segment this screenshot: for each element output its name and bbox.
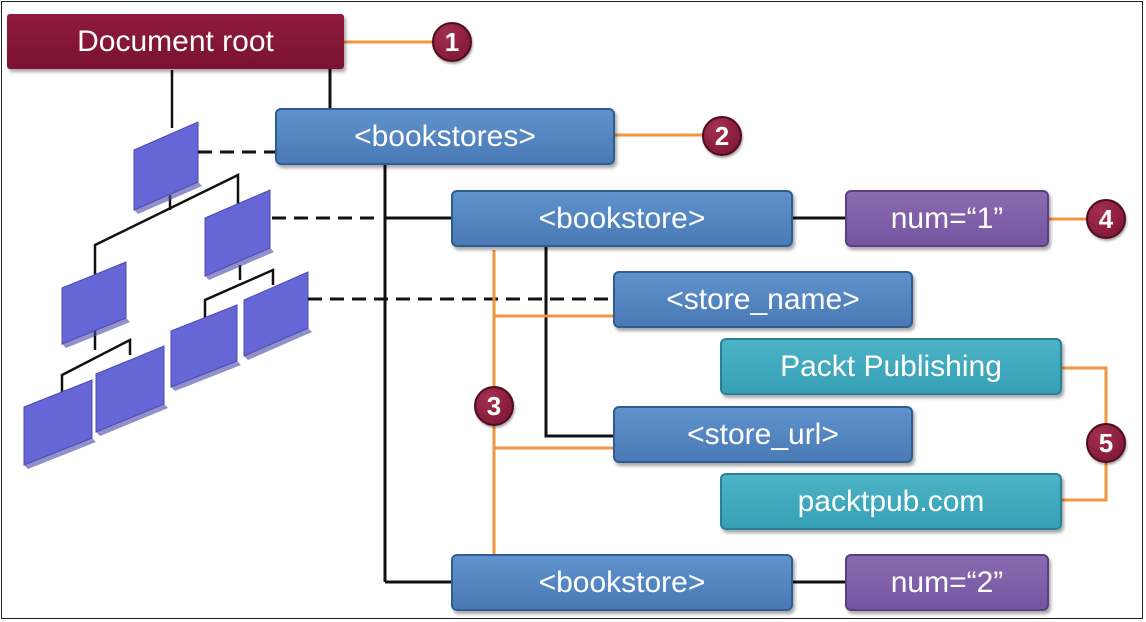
callout-badge-1: 1	[432, 22, 472, 62]
attribute-num-1-node: num=“1”	[845, 190, 1049, 247]
bookstore-element-node-2: <bookstore>	[451, 554, 793, 611]
text-node-packt-publishing: Packt Publishing	[720, 338, 1062, 395]
callout-badge-2: 2	[702, 116, 742, 156]
store-url-element-node: <store_url>	[613, 406, 913, 463]
callout-badge-5: 5	[1086, 423, 1126, 463]
bookstore-element-node-1: <bookstore>	[451, 190, 793, 247]
callout-badge-4: 4	[1086, 199, 1126, 239]
attribute-num-2-node: num=“2”	[845, 554, 1049, 611]
document-root-node: Document root	[7, 14, 344, 69]
tree-hierarchy-icon	[23, 70, 312, 469]
store-name-element-node: <store_name>	[613, 271, 913, 328]
bookstores-element-node: <bookstores>	[275, 108, 615, 165]
text-node-packtpub-com: packtpub.com	[720, 473, 1062, 530]
callout-badge-3: 3	[474, 386, 514, 426]
